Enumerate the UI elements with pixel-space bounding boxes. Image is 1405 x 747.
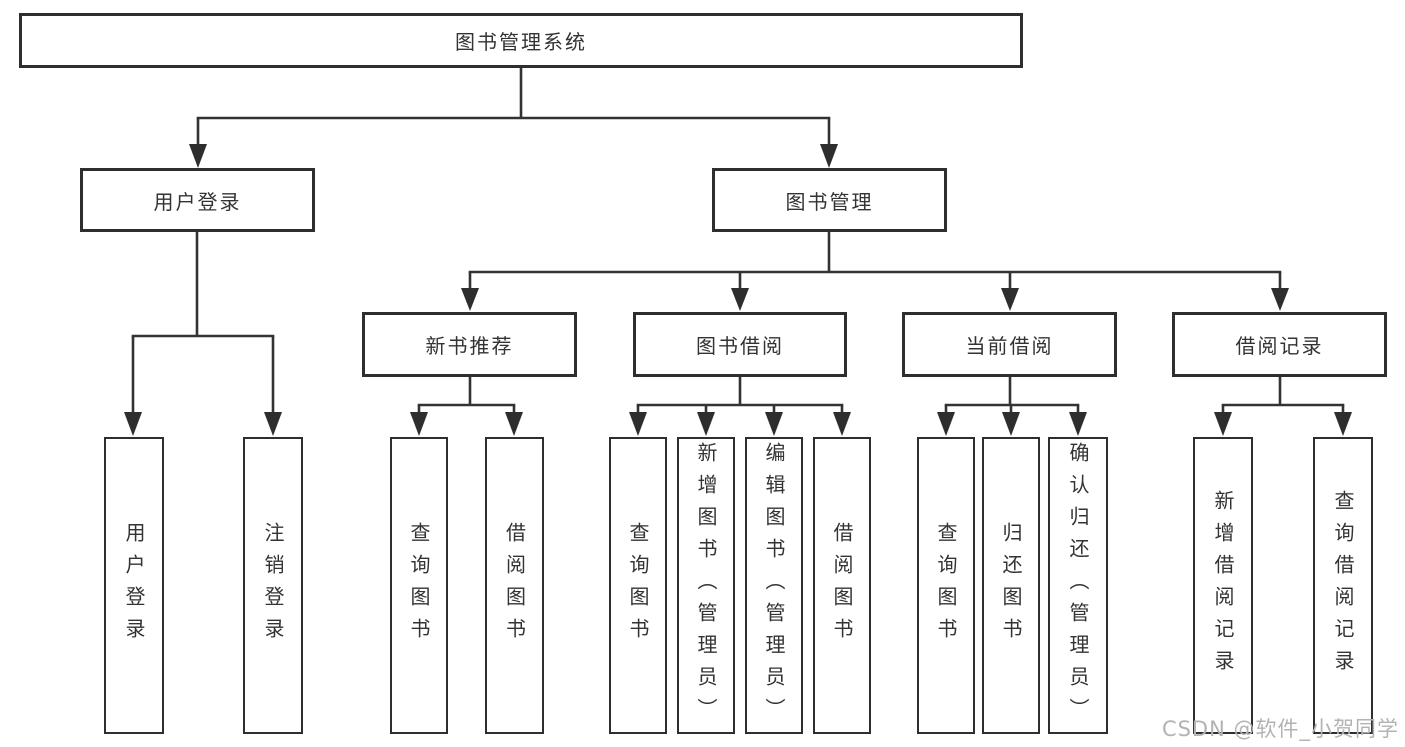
leaf-add-borrow-record: 新增借阅记录 — [1193, 437, 1253, 734]
node-label: 借阅记录 — [1235, 334, 1324, 358]
node-label: 图书借阅 — [696, 334, 784, 358]
leaf-user-login: 用户登录 — [104, 437, 164, 734]
node-label: 注销登录 — [261, 521, 285, 650]
node-user-login-branch: 用户登录 — [80, 168, 315, 232]
node-label: 新书推荐 — [425, 334, 514, 358]
leaf-logout: 注销登录 — [243, 437, 303, 734]
node-borrowing-records: 借阅记录 — [1172, 312, 1387, 377]
node-label: 确认归还（管理员） — [1066, 441, 1090, 730]
leaf-borrow-books: 借阅图书 — [813, 437, 871, 734]
node-label: 用户登录 — [153, 189, 242, 214]
connector-arrowheads — [124, 144, 1352, 436]
leaf-query-borrow-record: 查询借阅记录 — [1313, 437, 1373, 734]
node-label: 查询图书 — [626, 521, 650, 650]
node-current-borrowing: 当前借阅 — [902, 312, 1117, 377]
node-new-book-recommendation: 新书推荐 — [362, 312, 577, 377]
leaf-edit-books-admin: 编辑图书（管理员） — [745, 437, 803, 734]
node-label: 借阅图书 — [830, 521, 854, 650]
node-label: 借阅图书 — [502, 521, 527, 650]
node-label: 新增图书（管理员） — [694, 441, 718, 730]
node-label: 查询图书 — [407, 521, 431, 650]
node-label: 图书管理 — [785, 189, 874, 214]
leaf-add-books-admin: 新增图书（管理员） — [677, 437, 735, 734]
leaf-query-books-recommend: 查询图书 — [390, 437, 448, 734]
leaf-query-books-borrowing: 查询图书 — [609, 437, 667, 734]
leaf-confirm-return-admin: 确认归还（管理员） — [1048, 437, 1108, 734]
node-book-borrowing: 图书借阅 — [633, 312, 847, 377]
leaf-query-books-current: 查询图书 — [917, 437, 975, 734]
node-label: 图书管理系统 — [455, 30, 587, 54]
node-label: 当前借阅 — [965, 334, 1054, 358]
node-root-system: 图书管理系统 — [19, 13, 1023, 68]
node-label: 查询借阅记录 — [1331, 489, 1355, 682]
node-label: 用户登录 — [122, 521, 146, 650]
leaf-return-books: 归还图书 — [982, 437, 1040, 734]
leaf-borrow-books-recommend: 借阅图书 — [485, 437, 544, 734]
node-label: 新增借阅记录 — [1211, 489, 1235, 682]
node-label: 编辑图书（管理员） — [762, 441, 786, 730]
node-label: 归还图书 — [999, 521, 1023, 650]
node-book-management-branch: 图书管理 — [712, 168, 947, 232]
node-label: 查询图书 — [934, 521, 958, 650]
